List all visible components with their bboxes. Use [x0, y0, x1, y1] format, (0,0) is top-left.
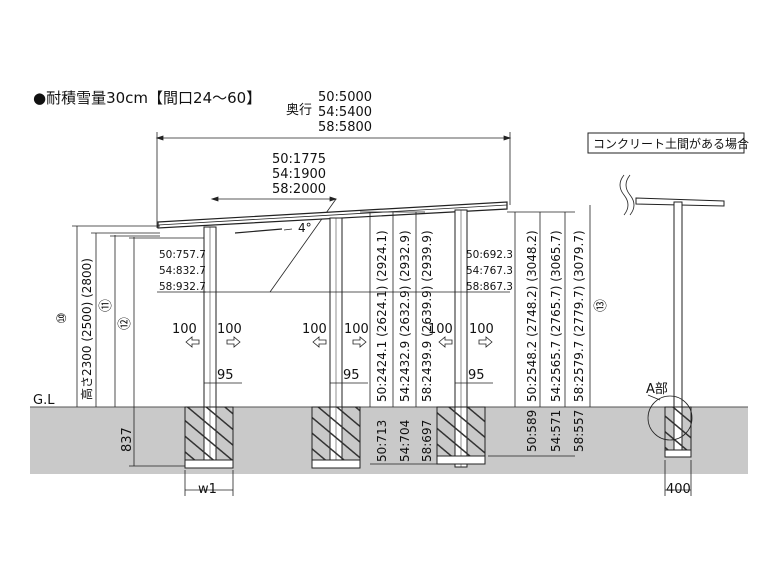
arrow-value-front-right: 100: [217, 322, 242, 337]
depth-line-1: 50:5000: [318, 90, 372, 105]
depth-dimension: [155, 132, 512, 228]
foundations: [184, 406, 486, 469]
mid-heights-dims: [360, 211, 425, 407]
front-overhang-3: 58:932.7: [159, 281, 206, 293]
concrete-label-box: [587, 132, 745, 154]
mid-height-1: 50:2424.1 (2624.1) (2924.1): [375, 230, 389, 402]
post-width-front: 95: [217, 368, 234, 383]
post-width-rear: 95: [468, 368, 485, 383]
rear-overhang-2: 54:767.3: [466, 265, 513, 277]
rear-footing-2: 54:571: [549, 410, 563, 452]
mid-height-3: 58:2439.9 (2639.9) (2939.9): [420, 230, 434, 402]
post-width-mid: 95: [343, 368, 360, 383]
left-height-text: 高さ2300 (2500) (2800): [79, 258, 94, 400]
left-arrow-icon: [185, 336, 200, 348]
circled-11: ⑪: [99, 299, 114, 312]
mid-footing-3: 58:697: [420, 420, 434, 462]
circled-13: ⑬: [594, 299, 609, 312]
right-arrow-icon: [478, 336, 493, 348]
left-arrow-icon: [438, 336, 453, 348]
left-height-dims: [72, 225, 205, 467]
w1-label: w1: [198, 482, 217, 497]
depth-line-3: 58:5800: [318, 120, 372, 135]
arrow-value-mid-right: 100: [344, 322, 369, 337]
rear-footing-3: 58:557: [572, 410, 586, 452]
right-arrow-icon: [352, 336, 367, 348]
circled-12: ⑫: [118, 317, 133, 330]
front-overhang-1: 50:757.7: [159, 249, 206, 261]
rear-height-1: 50:2548.2 (2748.2) (3048.2): [525, 230, 539, 402]
concrete-detail: [619, 174, 725, 496]
arrow-value-mid-left: 100: [302, 322, 327, 337]
rear-overhang-1: 50:692.3: [466, 249, 513, 261]
circled-10: ⑩: [55, 312, 70, 324]
front-overhang-2: 54:832.7: [159, 265, 206, 277]
rear-heights-dims: [507, 205, 591, 407]
width-400: 400: [666, 482, 691, 497]
spec-title: ●耐積雪量30cm【間口24～60】: [33, 89, 261, 107]
rear-height-2: 54:2565.7 (2765.7) (3065.7): [549, 230, 563, 402]
mid-height-2: 54:2432.9 (2632.9) (2932.9): [398, 230, 412, 402]
mid-span-line-2: 54:1900: [272, 167, 326, 182]
ground-level-label: G.L: [33, 393, 55, 408]
mid-footing-1: 50:713: [375, 420, 389, 462]
mid-span-line-3: 58:2000: [272, 182, 326, 197]
concrete-label: コンクリート土間がある場合: [593, 136, 749, 151]
depth-line-2: 54:5400: [318, 105, 372, 120]
w1-dimension: [184, 470, 234, 496]
arrow-value-front-left: 100: [172, 322, 197, 337]
ground-area: [30, 407, 748, 474]
slope-angle: 4°: [298, 221, 312, 235]
depth-label: 奥行: [286, 103, 312, 118]
slope-arrow: [283, 228, 293, 231]
rear-height-3: 58:2579.7 (2779.7) (3079.7): [572, 230, 586, 402]
arrow-value-rear-left: 100: [428, 322, 453, 337]
mid-span-dimension: [210, 196, 338, 293]
adjust-arrows: 100 100 100 100 100 100 95 95 95: [172, 322, 494, 384]
mid-footing-2: 54:704: [398, 420, 412, 462]
mid-span-line-1: 50:1775: [272, 152, 326, 167]
left-arrow-icon: [312, 336, 327, 348]
rear-overhang-3: 58:867.3: [466, 281, 513, 293]
right-arrow-icon: [226, 336, 241, 348]
rear-footing-1: 50:589: [525, 410, 539, 452]
depth-837: 837: [120, 427, 135, 452]
a-part-label: A部: [646, 382, 668, 397]
arrow-value-rear-right: 100: [469, 322, 494, 337]
